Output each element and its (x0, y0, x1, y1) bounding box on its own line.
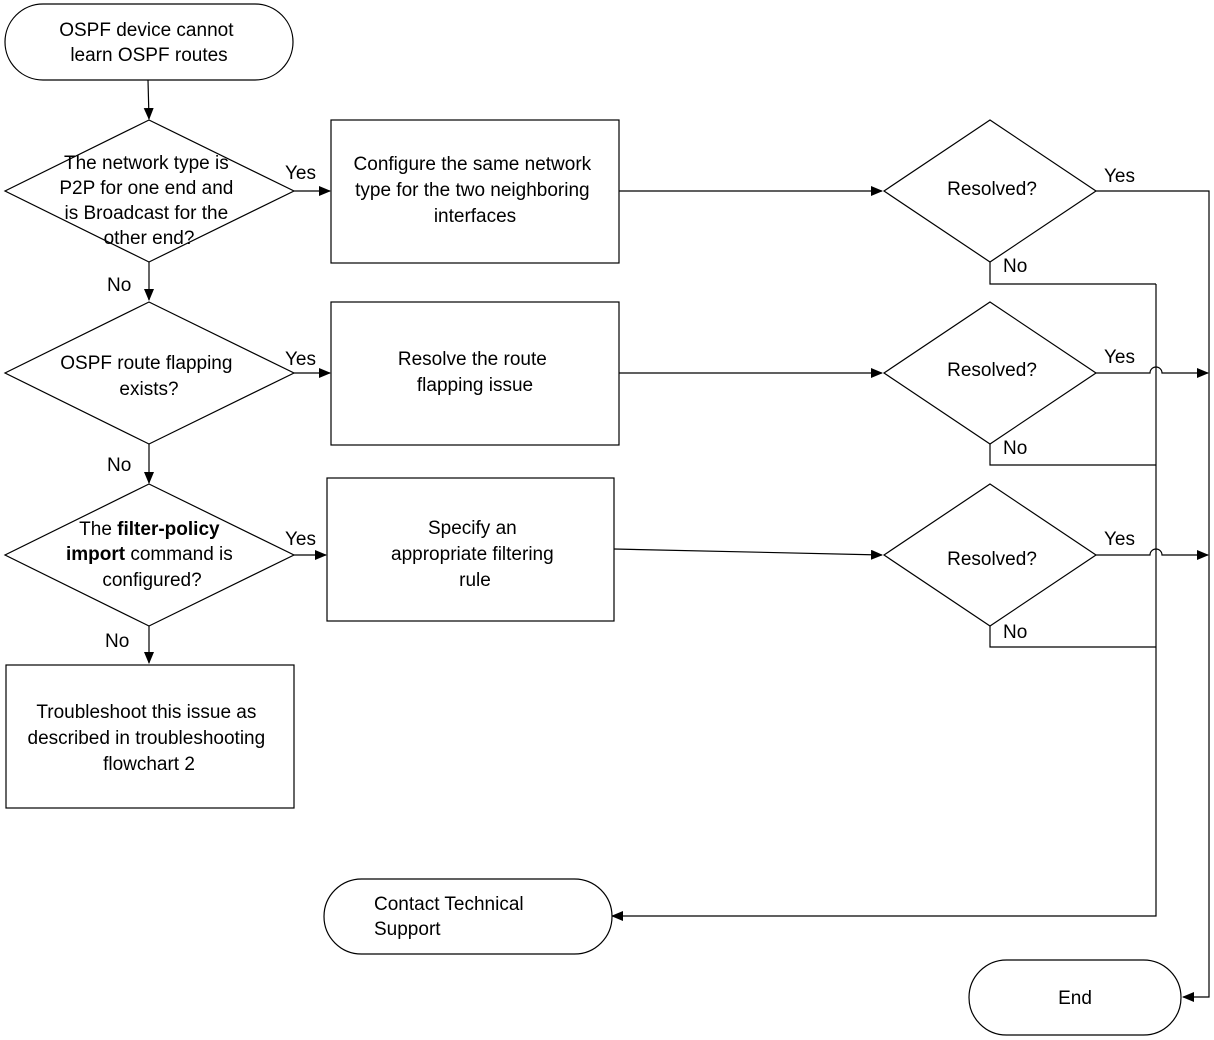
line-resolved2-no (989, 444, 1156, 466)
contact-line-2: Support (374, 919, 441, 940)
decision2-line-1: OSPF route flapping (60, 353, 232, 374)
label-no-decision1: No (107, 275, 131, 296)
svg-text:The filter-policy import: The filter-policy import command is conf… (66, 519, 238, 591)
resolved2-shape (882, 301, 1098, 445)
start-label-line-2: learn OSPF routes (70, 45, 227, 66)
resolved2-label: Resolved? (947, 360, 1037, 381)
action1-line-2: type for the two neighboring (355, 180, 590, 201)
decision3-line-2-bold: import (66, 544, 126, 565)
decision-resolved-3: Resolved? (882, 483, 1098, 627)
decision-resolved-2: Resolved? (882, 301, 1098, 445)
decision1-line-4: other end? (104, 228, 195, 249)
arrow-resolved1-yes-to-end (1096, 190, 1210, 1002)
decision1-line-1: The network type is (64, 153, 229, 174)
connectors (143, 79, 1210, 1002)
decision1-line-3: is Broadcast for the (65, 203, 229, 224)
svg-text:OSPF device cannot learn: OSPF device cannot learn OSPF routes (59, 20, 239, 66)
svg-text:Configure the same network: Configure the same network type for the … (354, 154, 597, 227)
start-shape (4, 3, 294, 81)
label-yes-decision1: Yes (285, 163, 316, 184)
line-resolved1-no (989, 262, 1156, 285)
action3-line-2: appropriate filtering (391, 544, 554, 565)
action-specify-filtering-rule: Specify an appropriate filtering rule (326, 477, 615, 622)
decision2-line-2: exists? (119, 379, 178, 400)
action1-line-1: Configure the same network (354, 154, 592, 175)
resolved1-shape (882, 119, 1098, 263)
label-yes-resolved3: Yes (1104, 529, 1135, 550)
decision3-line-1-bold: filter-policy (117, 519, 220, 540)
start-terminator: OSPF device cannot learn OSPF routes (4, 3, 294, 81)
action3-shape (326, 477, 615, 622)
label-yes-decision3: Yes (285, 529, 316, 550)
label-no-resolved2: No (1003, 438, 1027, 459)
resolved1-label: Resolved? (947, 179, 1037, 200)
action2-line-2: flapping issue (417, 375, 533, 396)
end-terminator: End (968, 959, 1182, 1036)
decision1-line-2: P2P for one end and (59, 178, 233, 199)
decision1-shape (3, 119, 296, 263)
edge-labels: Yes No Yes No Yes No Yes No Yes No Yes N… (105, 163, 1135, 652)
action-troubleshoot-flowchart-2: Troubleshoot this issue as described in … (5, 664, 295, 809)
arrow-no-to-contact-support (611, 284, 1157, 921)
end-label: End (1058, 988, 1092, 1009)
troubleshoot-line-2: described in troubleshooting (28, 728, 266, 749)
action1-line-3: interfaces (434, 206, 516, 227)
resolved3-shape (882, 483, 1098, 627)
action1-shape (330, 119, 620, 264)
troubleshoot-shape (5, 664, 295, 809)
start-label-line-1: OSPF device cannot (59, 20, 234, 41)
svg-text:Specify an appropriate f: Specify an appropriate filtering rule (391, 518, 559, 591)
resolved3-label: Resolved? (947, 549, 1037, 570)
contact-support-terminator: Contact Technical Support (323, 878, 613, 955)
label-yes-resolved2: Yes (1104, 347, 1135, 368)
svg-text:OSPF route flapping exis: OSPF route flapping exists? (60, 353, 237, 400)
line-resolved3-no (989, 626, 1156, 648)
contact-line-1: Contact Technical (374, 894, 524, 915)
action3-line-3: rule (459, 570, 491, 591)
label-yes-resolved1: Yes (1104, 166, 1135, 187)
label-no-decision3: No (105, 631, 129, 652)
decision3-line-1-prefix: The (79, 519, 117, 540)
decision-filter-policy: The filter-policy import command is conf… (3, 483, 296, 627)
decision3-line-2-suffix: command is (125, 544, 233, 565)
action2-line-1: Resolve the route (398, 349, 547, 370)
label-yes-decision2: Yes (285, 349, 316, 370)
arrow-action3-to-resolved3 (613, 548, 883, 560)
troubleshoot-line-1: Troubleshoot this issue as (36, 702, 256, 723)
svg-text:Contact Technical Suppor: Contact Technical Support (374, 894, 529, 940)
label-no-resolved1: No (1003, 256, 1027, 277)
svg-text:The network type is P2P: The network type is P2P for one end and … (59, 153, 238, 249)
decision3-line-3: configured? (102, 570, 201, 591)
arrow-start-to-decision1 (143, 79, 154, 120)
action-configure-network-type: Configure the same network type for the … (330, 119, 620, 264)
decision2-shape (3, 301, 296, 445)
troubleshoot-line-3: flowchart 2 (103, 754, 195, 775)
action-resolve-flapping: Resolve the route flapping issue (330, 301, 620, 446)
label-no-resolved3: No (1003, 622, 1027, 643)
decision-resolved-1: Resolved? (882, 119, 1098, 263)
svg-text:Troubleshoot this issue as: Troubleshoot this issue as described in … (28, 702, 271, 775)
action3-line-1: Specify an (428, 518, 517, 539)
decision-network-type: The network type is P2P for one end and … (3, 119, 296, 263)
decision3-shape (3, 483, 296, 627)
action2-shape (330, 301, 620, 446)
contact-shape (323, 878, 613, 955)
decision-route-flapping: OSPF route flapping exists? (3, 301, 296, 445)
end-shape (968, 959, 1182, 1036)
svg-text:Resolve the route flappi: Resolve the route flapping issue (398, 349, 552, 396)
label-no-decision2: No (107, 455, 131, 476)
